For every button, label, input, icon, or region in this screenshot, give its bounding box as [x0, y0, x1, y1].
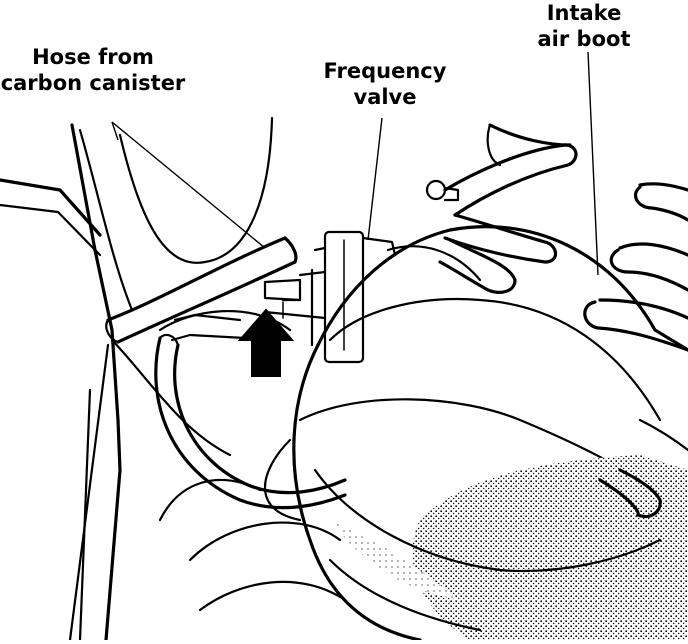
intake-air-boot-label: Intake air boot	[528, 0, 640, 52]
canister-hose	[105, 236, 298, 344]
valve-leader	[367, 117, 383, 241]
boot-label-line-1: Intake	[546, 1, 622, 25]
leader-lines	[111, 51, 599, 276]
lower-vacuum-hose	[154, 313, 347, 510]
boot-label-line-2: air boot	[537, 27, 631, 51]
hose-label-line-2: carbon canister	[0, 71, 186, 95]
hose-label: Hose from carbon canister	[0, 44, 186, 96]
intake-runners	[425, 123, 688, 519]
valve-label-line-1: Frequency	[323, 59, 447, 83]
hose-leader	[111, 121, 266, 249]
pointer-arrow	[237, 308, 295, 377]
frequency-valve	[263, 230, 397, 364]
intake-air-boot	[292, 225, 688, 642]
hose-leader-2	[111, 121, 119, 141]
frequency-valve-label: Frequency valve	[305, 58, 465, 110]
hose-label-line-1: Hose from	[32, 45, 154, 69]
boot-leader	[587, 51, 599, 276]
valve-label-line-2: valve	[353, 85, 417, 109]
left-frame	[0, 123, 134, 642]
